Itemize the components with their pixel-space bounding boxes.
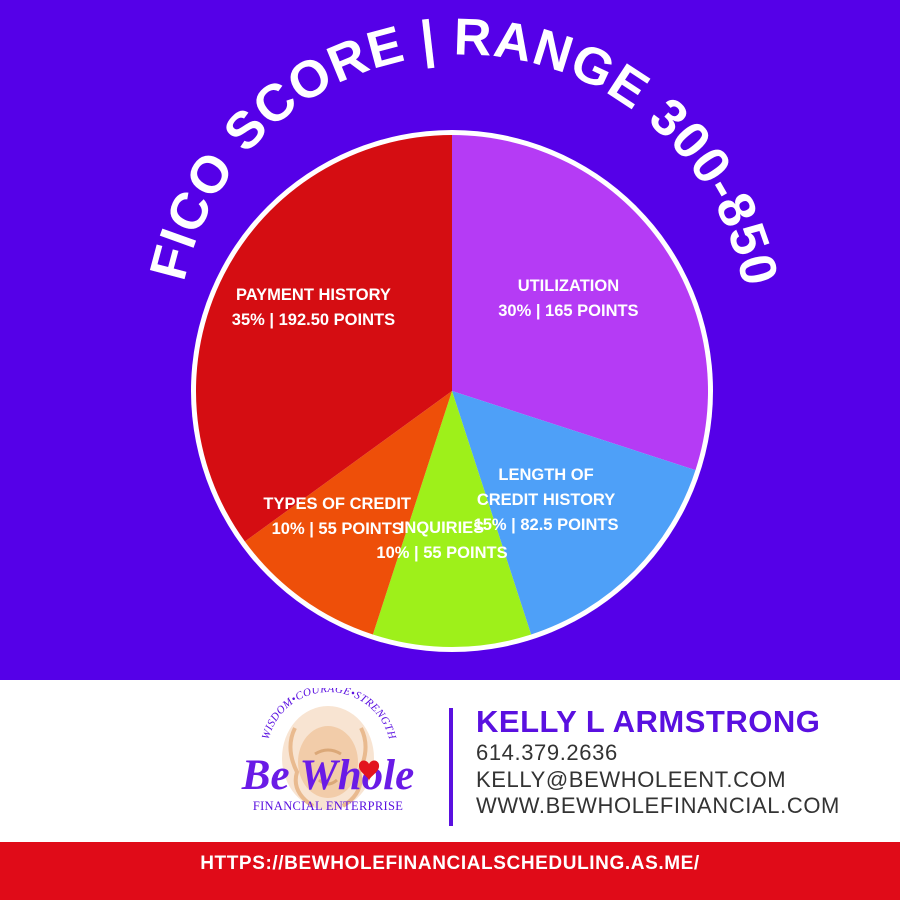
contact-phone[interactable]: 614.379.2636 (476, 740, 618, 765)
scheduling-bar: HTTPS://BEWHOLEFINANCIALSCHEDULING.AS.ME… (0, 842, 900, 900)
contact-email[interactable]: KELLY@BEWHOLEENT.COM (476, 766, 787, 792)
pie-slice-payment-history (196, 135, 452, 542)
contact-name: KELLY L ARMSTRONG (476, 704, 821, 739)
contact-block: KELLY L ARMSTRONG 614.379.2636 KELLY@BEW… (476, 704, 840, 820)
heart-icon (358, 760, 380, 781)
pie-slice-inquiries (372, 391, 532, 647)
logo-brand: Be Whole (241, 752, 414, 799)
scheduling-link[interactable]: HTTPS://BEWHOLEFINANCIALSCHEDULING.AS.ME… (200, 853, 700, 874)
logo-tagline: FINANCIAL ENTERPRISE (253, 799, 403, 813)
divider (449, 708, 453, 826)
pie-slice-types-of-credit (244, 391, 452, 635)
bewhole-logo: WISDOM•COURAGE•STRENGTH Be Whole FINANCI… (241, 688, 414, 813)
contact-website[interactable]: WWW.BEWHOLEFINANCIAL.COM (476, 793, 840, 818)
pie-slice-utilization (452, 135, 708, 471)
lion-icon (282, 706, 374, 810)
contact-footer: WISDOM•COURAGE•STRENGTH Be Whole FINANCI… (0, 680, 900, 842)
pie-slice-length-of (452, 391, 696, 635)
